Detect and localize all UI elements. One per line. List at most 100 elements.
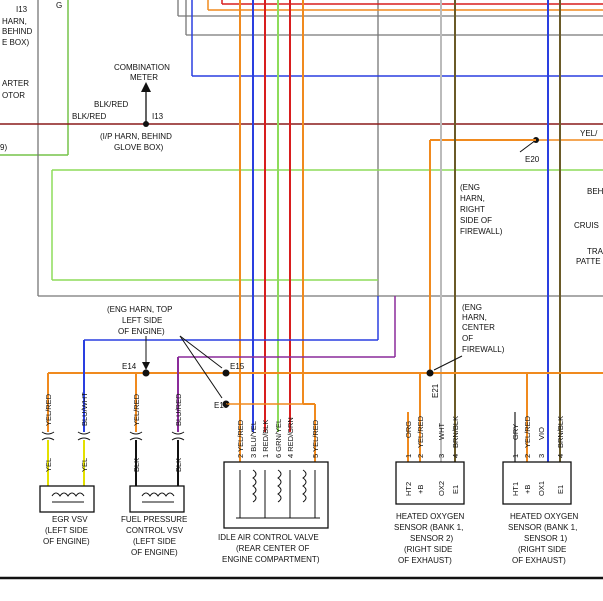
s1-name-4: (RIGHT SIDE [518,545,566,554]
s1-pin2-label: 2 [523,454,532,458]
s2-name-4: (RIGHT SIDE [404,545,452,554]
meter-label: METER [130,73,158,82]
e20-label: E20 [525,155,540,164]
eng-harn-center-label-4: OF [462,334,473,343]
box-label: E BOX) [2,38,29,47]
iac-name-3: ENGINE COMPARTMENT) [222,555,320,564]
fp-yel-red-label: YEL/RED [132,393,141,426]
ip-harn-label: (I/P HARN, BEHIND [100,132,172,141]
s2-yel-red-label: YEL/RED [416,415,425,448]
starter-label: ARTER [2,79,29,88]
top-left-labels: I13 HARN, BEHIND E BOX) ARTER OTOR 9) G [0,1,62,152]
s2-name-3: SENSOR 2) [410,534,453,543]
eng-harn-right-label-1: (ENG [460,183,480,192]
iac-name-2: (REAR CENTER OF [236,544,309,553]
fp-name-3: (LEFT SIDE [133,537,176,546]
s1-brn-blk-label: BRN/BLK [556,416,565,448]
s2-wht-label: WHT [437,423,446,440]
idle-air-control-valve-box [223,461,329,529]
heated-oxygen-sensor-2-box [395,461,465,505]
s1-name-5: OF EXHAUST) [512,556,566,565]
cruis-fragment-label: CRUIS [574,221,599,230]
s1-ox1-label: OX1 [537,481,546,496]
i13-top-label: I13 [16,5,28,14]
e14-label: E14 [122,362,137,371]
s1-pin4-label: 4 [556,454,565,458]
behind-label: BEHIND [2,27,32,36]
s2-pin2-label: 2 [416,454,425,458]
eng-harn-center-label-5: FIREWALL) [462,345,505,354]
tra-fragment-label: TRA [587,247,603,256]
s1-gry-label: GRY [511,424,520,440]
s1-ht1-label: HT1 [511,482,520,496]
egr-name-3: OF ENGINE) [43,537,90,546]
s1-pin1-label: 1 [511,454,520,458]
eng-harn-top-label-2: LEFT SIDE [122,316,162,325]
eng-harn-top-label-1: (ENG HARN, TOP [107,305,173,314]
yel-fragment-label: YEL/ [580,129,598,138]
splice-e15 [222,369,230,377]
s2-e1-label: E1 [451,485,460,494]
egr-name-1: EGR VSV [52,515,88,524]
harn-label: HARN, [2,17,27,26]
wire-color-labels: YEL/RED BLU/WHT YEL YEL YEL/RED BLU/RED … [44,392,565,496]
s2-name-2: SENSOR (BANK 1, [394,523,463,532]
s2-b-label: +B [416,485,425,494]
eng-harn-right-label-4: SIDE OF [460,216,492,225]
egr-yel-label-2: YEL [80,458,89,472]
egr-vsv-box [39,485,95,513]
eng-harn-right-label-2: HARN, [460,194,485,203]
s2-name-5: OF EXHAUST) [398,556,452,565]
fp-name-2: CONTROL VSV [126,526,184,535]
s2-pin1-label: 1 [404,454,413,458]
splice-e21 [426,369,434,377]
s1-name-3: SENSOR 1) [524,534,567,543]
fp-blk-label-2: BLK [174,458,183,472]
beh-fragment-label: BEH [587,187,603,196]
combination-label: COMBINATION [114,63,170,72]
component-names: EGR VSV (LEFT SIDE OF ENGINE) FUEL PRESS… [43,512,579,565]
iac-name-1: IDLE AIR CONTROL VALVE [218,533,319,542]
blk-red-label-1: BLK/RED [94,100,128,109]
heated-oxygen-sensor-1-box [502,461,572,505]
egr-yel-label-1: YEL [44,458,53,472]
s2-name-1: HEATED OXYGEN [396,512,465,521]
egr-blu-wht-label: BLU/WHT [80,392,89,426]
eng-harn-center-label-3: CENTER [462,323,495,332]
s1-vio-label: VIO [537,427,546,440]
i13-mid-label: I13 [152,112,164,121]
combination-meter-labels: COMBINATION METER BLK/RED BLK/RED I13 (I… [72,63,172,152]
eng-harn-center-label-2: HARN, [462,313,487,322]
blk-red-label-2: BLK/RED [72,112,106,121]
s2-pin4-label: 4 [451,454,460,458]
e21-label: E21 [431,383,440,398]
s1-yel-red-label: YEL/RED [523,415,532,448]
s2-pin3-label: 3 [437,454,446,458]
right-side-labels: E20 YEL/ (ENG HARN, RIGHT SIDE OF FIREWA… [460,129,603,266]
harness-labels: (ENG HARN, TOP LEFT SIDE OF ENGINE) (ENG… [107,303,505,410]
s2-ox2-label: OX2 [437,481,446,496]
eng-harn-right-label-5: FIREWALL) [460,227,503,236]
egr-yel-red-label: YEL/RED [44,393,53,426]
iac-pin6-label: 6 GRN/YEL [274,419,283,458]
e15-label: E15 [230,362,245,371]
paren-label: 9) [0,143,7,152]
motor-label: OTOR [2,91,25,100]
glove-box-label: GLOVE BOX) [114,143,164,152]
patte-fragment-label: PATTE [576,257,601,266]
splice-e14 [142,369,150,377]
g-fragment-label: G [56,1,62,10]
s1-name-2: SENSOR (BANK 1, [508,523,577,532]
s2-org-label: ORG [404,421,413,438]
iac-pin2-label: 2 YEL/RED [236,419,245,458]
s1-e1-label: E1 [556,485,565,494]
iac-pin3-label: 3 BLU/YEL [249,421,258,458]
eng-harn-top-label-3: OF ENGINE) [118,327,165,336]
iac-pin4-label: 4 RED/GRN [286,417,295,458]
s1-name-1: HEATED OXYGEN [510,512,579,521]
s1-b-label: +B [523,485,532,494]
fp-name-1: FUEL PRESSURE [121,515,187,524]
egr-name-2: (LEFT SIDE [45,526,88,535]
fp-name-4: OF ENGINE) [131,548,178,557]
